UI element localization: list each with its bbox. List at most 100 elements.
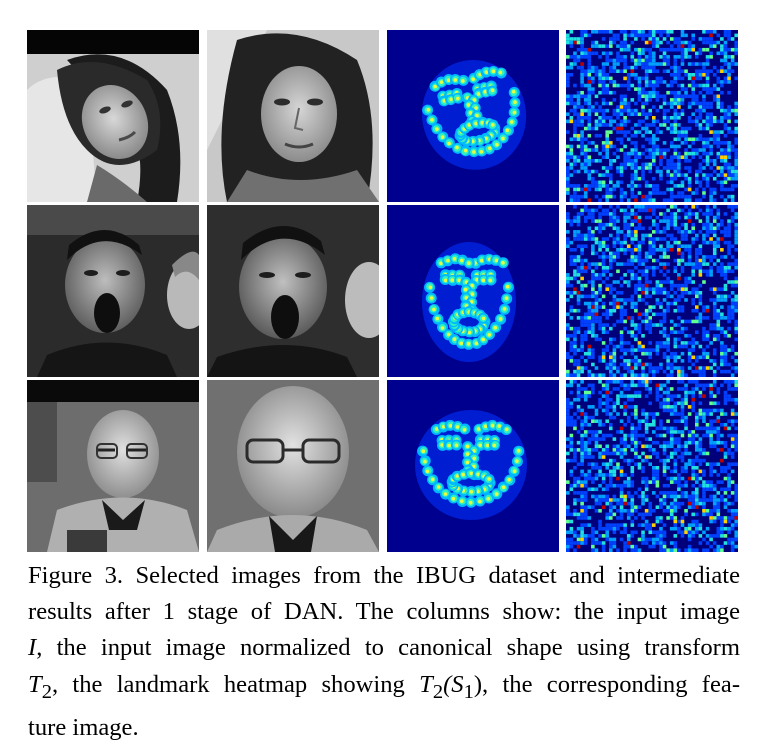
feature-pixel <box>601 448 606 452</box>
feature-pixel <box>680 341 685 345</box>
feature-pixel <box>576 534 581 538</box>
feature-pixel <box>641 433 645 438</box>
feature-pixel <box>637 548 642 552</box>
feature-pixel <box>734 437 738 441</box>
feature-pixel <box>573 326 577 331</box>
feature-pixel <box>691 440 695 445</box>
feature-pixel <box>709 130 713 134</box>
feature-pixel <box>702 426 706 431</box>
feature-pixel <box>566 373 570 377</box>
feature-pixel <box>669 215 674 220</box>
feature-pixel <box>687 176 692 181</box>
feature-pixel <box>601 526 606 531</box>
feature-pixel <box>695 233 699 238</box>
feature-pixel <box>730 205 735 209</box>
feature-pixel <box>605 390 609 395</box>
feature-pixel <box>652 133 656 138</box>
feature-pixel <box>698 462 703 466</box>
feature-pixel <box>669 426 674 431</box>
feature-pixel <box>652 208 656 213</box>
feature-pixel <box>705 351 710 356</box>
feature-pixel <box>659 534 663 538</box>
feature-pixel <box>583 237 588 241</box>
feature-pixel <box>723 212 728 216</box>
feature-pixel <box>652 240 656 245</box>
feature-pixel <box>591 148 595 152</box>
feature-pixel <box>648 194 652 199</box>
feature-pixel <box>712 191 717 195</box>
feature-pixel <box>648 369 652 374</box>
feature-pixel <box>626 159 631 163</box>
feature-pixel <box>630 240 635 245</box>
feature-pixel <box>616 184 620 188</box>
feature-pixel <box>677 437 681 441</box>
feature-pixel <box>677 330 681 334</box>
feature-pixel <box>634 155 638 159</box>
feature-pixel <box>695 487 699 492</box>
feature-pixel <box>720 544 724 549</box>
feature-pixel <box>583 51 588 56</box>
feature-pixel <box>680 283 685 288</box>
feature-pixel <box>702 548 706 552</box>
feature-pixel <box>583 194 588 199</box>
feature-pixel <box>705 87 710 91</box>
feature-pixel <box>730 423 735 427</box>
feature-pixel <box>712 430 717 434</box>
feature-pixel <box>691 87 695 91</box>
feature-pixel <box>605 501 609 506</box>
feature-pixel <box>691 512 695 517</box>
feature-pixel <box>573 94 577 99</box>
feature-pixel <box>630 383 635 388</box>
feature-pixel <box>634 226 638 231</box>
landmark-blob <box>494 492 499 496</box>
landmark-blob <box>491 69 496 74</box>
feature-pixel <box>637 262 642 266</box>
feature-pixel <box>609 233 613 238</box>
feature-pixel <box>583 323 588 327</box>
feature-pixel <box>716 408 721 413</box>
feature-pixel <box>712 83 717 88</box>
feature-pixel <box>669 394 674 398</box>
feature-pixel <box>641 208 645 213</box>
landmark-blob <box>483 424 488 428</box>
feature-pixel <box>566 159 570 163</box>
feature-pixel <box>576 101 581 106</box>
feature-pixel <box>705 119 710 124</box>
feature-pixel <box>634 334 638 338</box>
feature-pixel <box>684 148 688 152</box>
feature-pixel <box>630 423 635 427</box>
feature-pixel <box>619 337 624 342</box>
feature-pixel <box>720 526 724 531</box>
feature-pixel <box>716 419 721 423</box>
feature-pixel <box>587 355 592 360</box>
feature-pixel <box>587 76 592 81</box>
feature-pixel <box>705 173 710 177</box>
feature-pixel <box>619 516 624 520</box>
feature-pixel <box>619 455 624 459</box>
feature-pixel <box>601 258 606 263</box>
landmark-blob <box>513 100 517 104</box>
feature-pixel <box>634 544 638 549</box>
feature-pixel <box>662 433 667 438</box>
feature-pixel <box>644 458 649 463</box>
landmark-blob <box>465 444 470 449</box>
feature-pixel <box>680 87 685 91</box>
feature-pixel <box>587 108 592 113</box>
feature-pixel <box>669 319 674 324</box>
feature-pixel <box>637 151 642 156</box>
feature-pixel <box>698 76 703 81</box>
feature-pixel <box>594 184 599 188</box>
feature-pixel <box>648 30 652 34</box>
feature-pixel <box>662 509 667 513</box>
feature-pixel <box>723 451 728 456</box>
feature-pixel <box>626 162 631 167</box>
feature-pixel <box>677 476 681 481</box>
feature-pixel <box>655 476 660 481</box>
feature-pixel <box>598 291 602 295</box>
landmark-blob <box>447 141 451 146</box>
feature-pixel <box>702 269 706 274</box>
feature-pixel <box>734 240 738 245</box>
feature-pixel <box>630 437 635 441</box>
landmark-blob <box>515 459 519 463</box>
feature-pixel <box>609 541 613 545</box>
